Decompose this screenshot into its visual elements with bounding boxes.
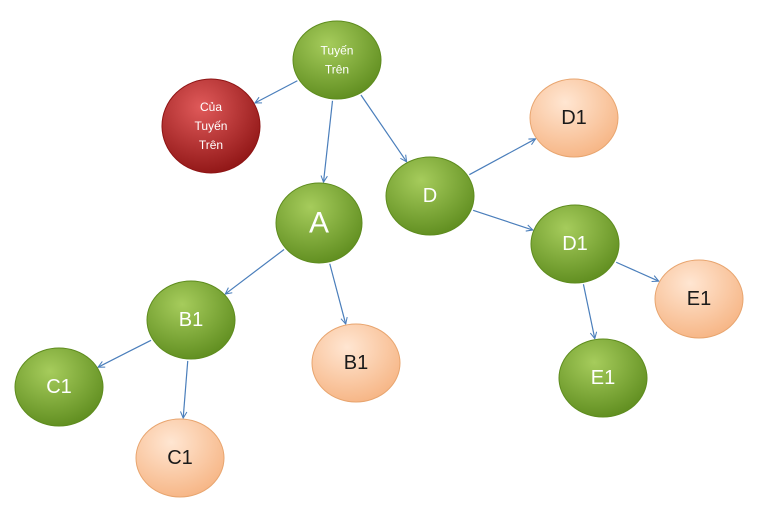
node-label: Của [200, 100, 222, 114]
node-b1-peach: B1 [311, 323, 401, 403]
node-shape [14, 347, 104, 427]
node-a: A [275, 182, 363, 264]
node-shape [146, 280, 236, 360]
node-d1-peach: D1 [529, 78, 619, 158]
node-shape [135, 418, 225, 498]
node-label: C1 [46, 376, 72, 398]
edge-d1-green-to-e1-peach [615, 261, 659, 281]
edge-b1-green-to-c1-green [98, 339, 152, 368]
node-label: B1 [344, 352, 368, 374]
node-label: B1 [179, 309, 203, 331]
node-label: C1 [167, 447, 193, 469]
node-label: E1 [687, 288, 711, 310]
node-b1-green: B1 [146, 280, 236, 360]
node-label: Trên [325, 63, 349, 77]
node-shape [558, 338, 648, 418]
edge-d-to-d1-green [472, 209, 533, 230]
node-shape [275, 182, 363, 264]
node-shape [385, 156, 475, 236]
edge-d1-green-to-e1-green [582, 284, 594, 338]
edge-tuyen-tren-to-cua-tuyen-tren [255, 80, 298, 103]
edge-d-to-d1-peach [469, 139, 535, 176]
node-label: Trên [199, 138, 223, 152]
node-e1-green: E1 [558, 338, 648, 418]
edge-a-to-b1-green [225, 248, 285, 294]
node-label: Tuyến [195, 119, 228, 133]
node-c1-green: C1 [14, 347, 104, 427]
node-label: D [423, 185, 437, 207]
edge-b1-green-to-c1-peach [183, 360, 189, 418]
node-label: A [309, 207, 329, 240]
node-label: E1 [591, 367, 615, 389]
node-label: Tuyến [321, 44, 354, 58]
node-shape [311, 323, 401, 403]
node-shape [292, 20, 382, 100]
node-shape [161, 78, 261, 174]
node-shape [654, 259, 744, 339]
node-e1-peach: E1 [654, 259, 744, 339]
node-c1-peach: C1 [135, 418, 225, 498]
edge-a-to-b1-peach [329, 263, 346, 324]
node-d: D [385, 156, 475, 236]
node-shape [530, 204, 620, 284]
node-label: D1 [562, 233, 588, 255]
edge-tuyen-tren-to-a [324, 100, 334, 182]
edges-layer [98, 80, 659, 418]
edge-tuyen-tren-to-d [360, 94, 407, 162]
node-d1-green: D1 [530, 204, 620, 284]
node-label: D1 [561, 107, 587, 129]
node-shape [529, 78, 619, 158]
